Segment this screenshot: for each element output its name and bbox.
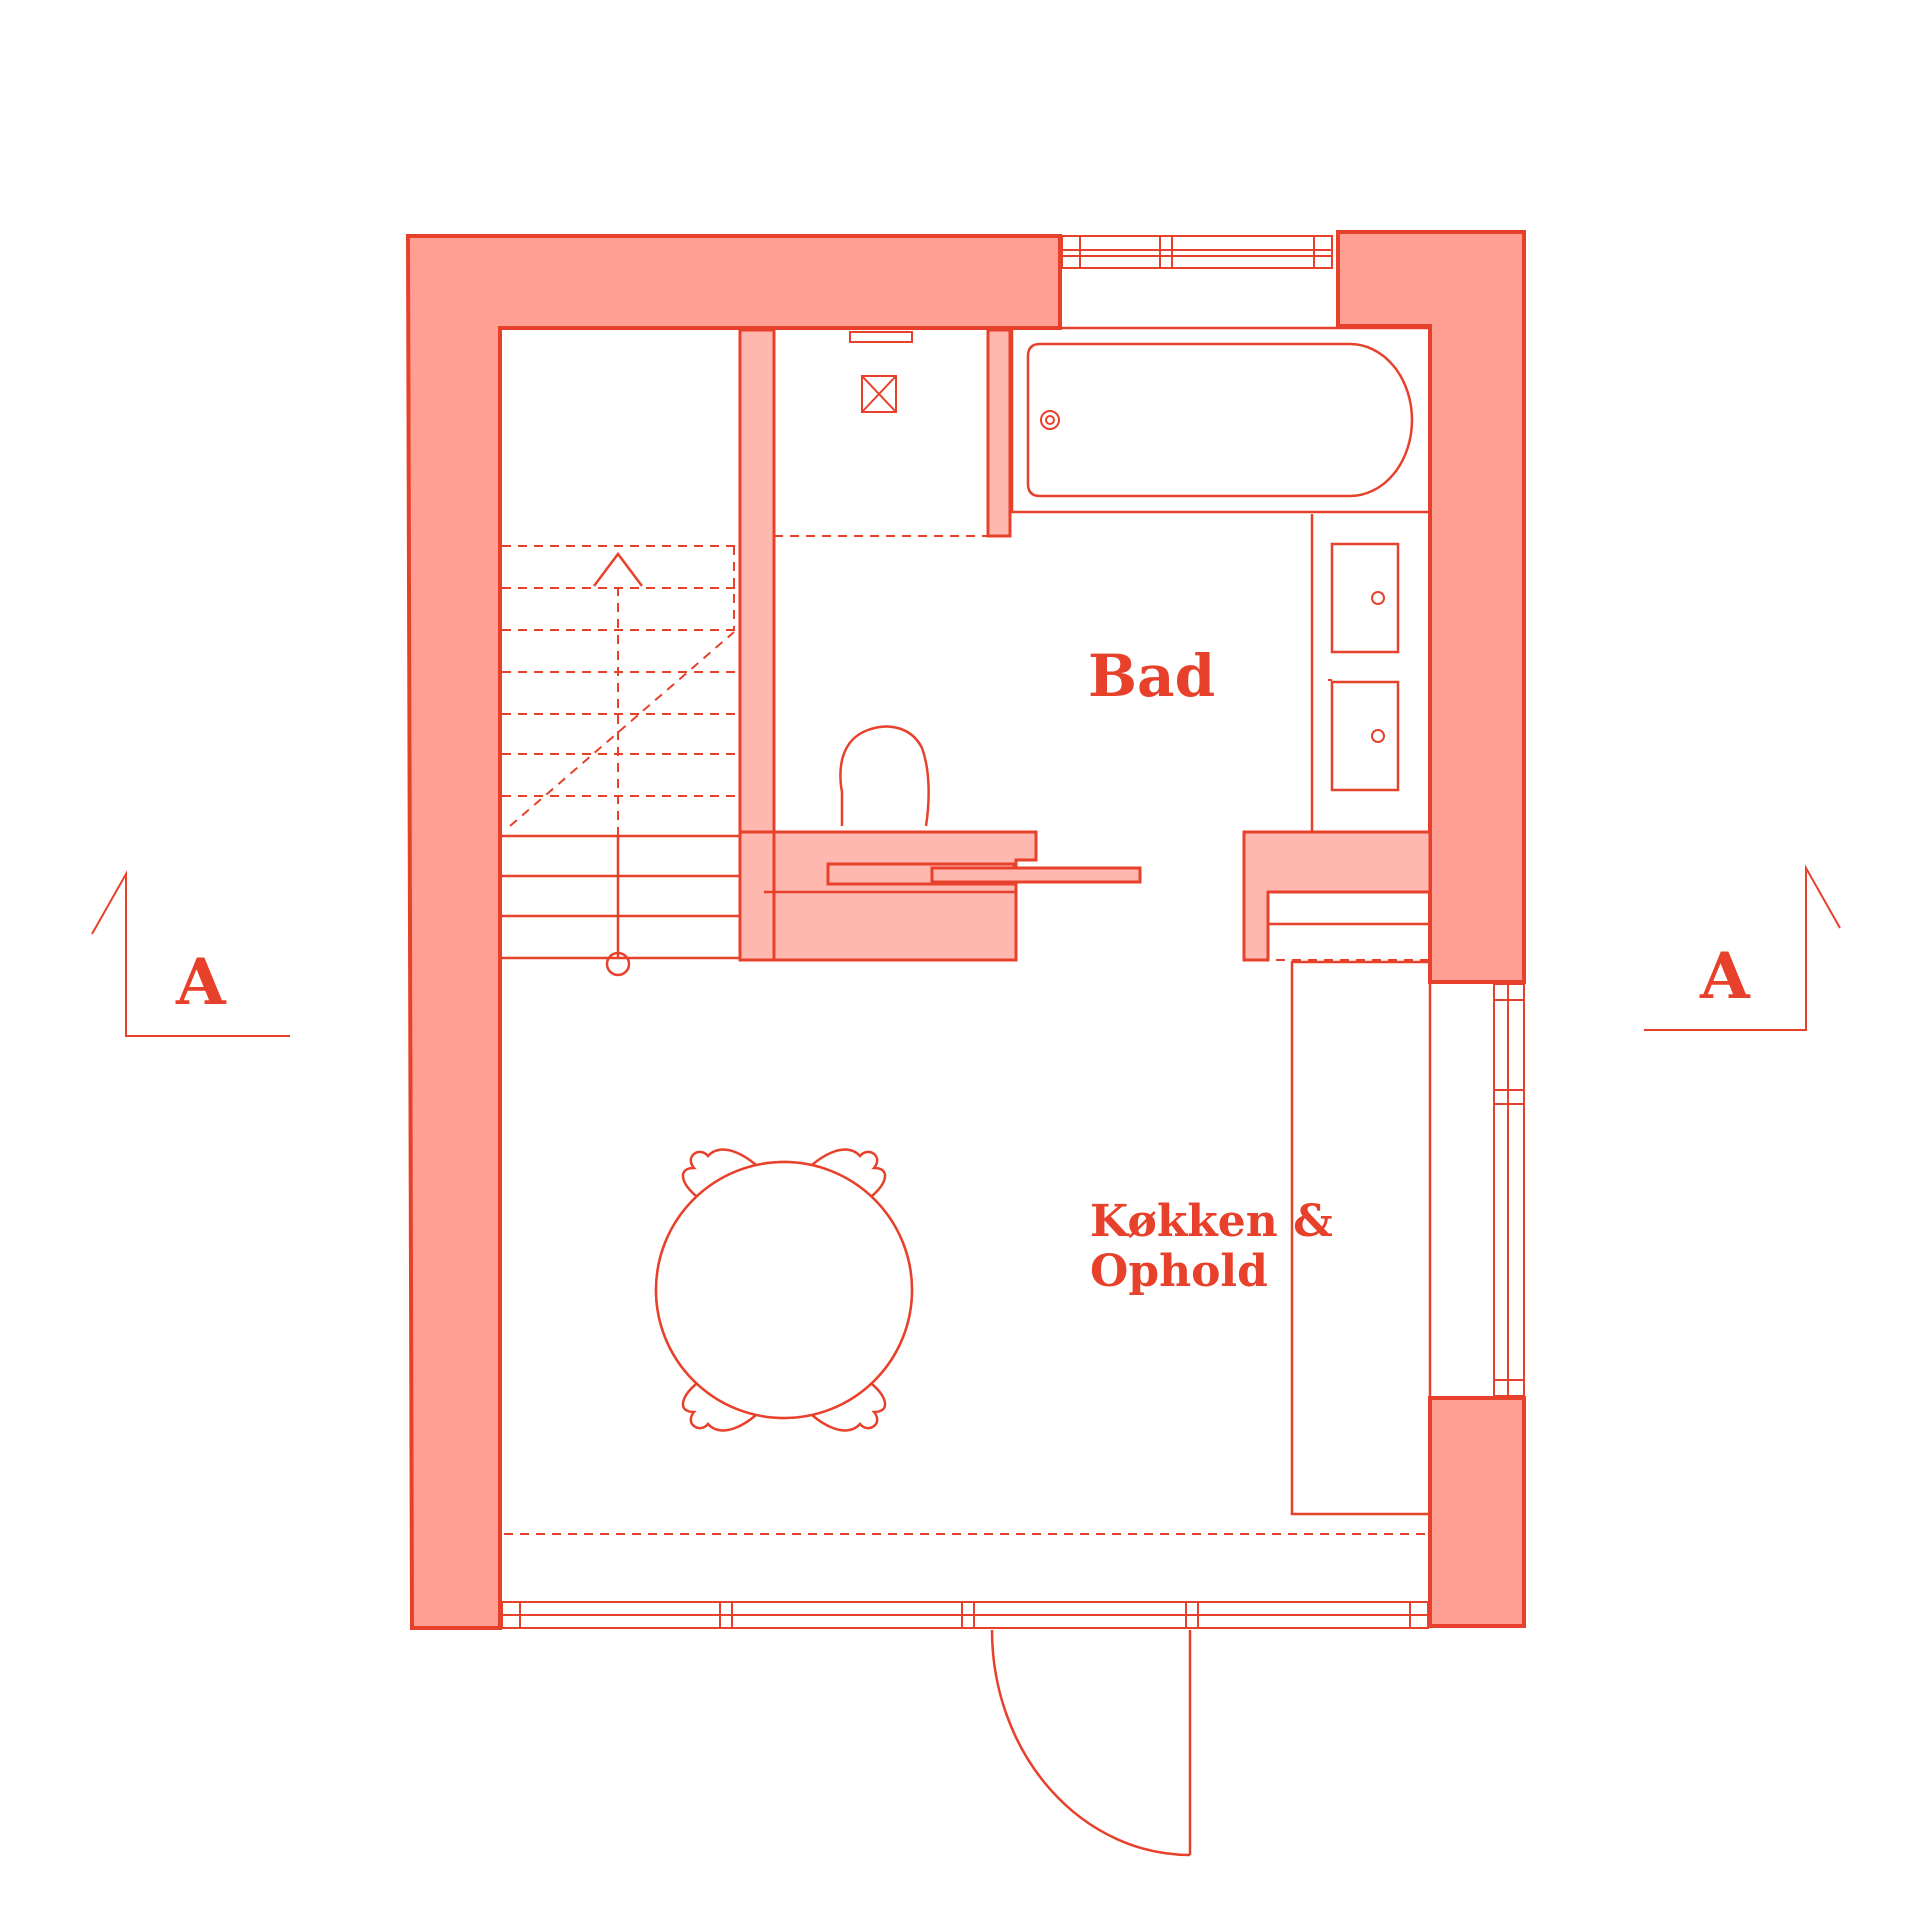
section-marker-right: A	[1644, 864, 1841, 1031]
bathtub	[1010, 326, 1432, 514]
dining-table	[654, 1148, 914, 1432]
toilet	[839, 725, 930, 827]
exterior-walls	[405, 230, 1526, 1630]
section-marker-left: A	[91, 870, 290, 1037]
kitchen-counter	[1244, 959, 1432, 1516]
window-top	[1061, 235, 1333, 269]
staircase	[502, 545, 740, 977]
section-label-left: A	[175, 945, 227, 1020]
wall-left-top	[405, 234, 1062, 1630]
room-label-kitchen-line1: Køkken &	[1090, 1196, 1333, 1247]
section-label-right: A	[1699, 939, 1751, 1014]
room-label-kitchen-line2: Ophold	[1090, 1246, 1268, 1297]
entrance-door	[990, 1629, 1192, 1857]
partitions	[738, 328, 1432, 962]
sink-2	[1330, 680, 1400, 792]
window-right	[1493, 983, 1525, 1397]
floor-drain-icon	[861, 375, 897, 413]
shower	[774, 331, 988, 537]
window-bottom	[501, 1601, 1429, 1629]
sink-1	[1330, 542, 1400, 654]
room-label-bathroom: Bad	[1088, 642, 1215, 710]
wall-right-bottom	[1428, 1396, 1526, 1628]
vanity	[1310, 514, 1400, 832]
